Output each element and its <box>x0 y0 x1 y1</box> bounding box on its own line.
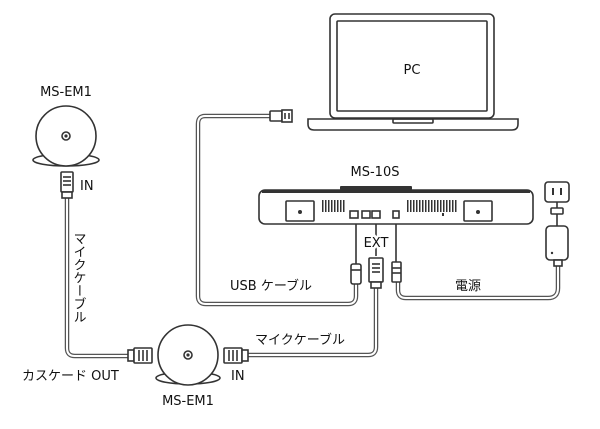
pc-label: PC <box>404 63 421 78</box>
power-cable <box>395 261 561 301</box>
mic-top: MS-EM1 <box>32 85 100 167</box>
mic-bottom-in-plug <box>223 347 249 364</box>
power-plug-bar <box>391 261 402 283</box>
pc-laptop: PC <box>307 13 519 131</box>
cascade-out-plug <box>127 347 153 364</box>
ext-plug <box>368 257 384 289</box>
power-label: 電源 <box>455 279 481 294</box>
mic-cable-ext <box>241 285 379 358</box>
ms10s-device: MS-10S <box>258 165 534 225</box>
mic-top-in-label: IN <box>80 179 94 194</box>
mic-bottom-in-label: IN <box>231 369 245 384</box>
ext-port-label: EXT <box>364 236 389 251</box>
mic-cable-cascade <box>64 195 131 359</box>
cascade-out-label: カスケード OUT <box>22 369 119 384</box>
usb-cable <box>195 113 359 307</box>
mic-cable-horizontal-label: マイクケーブル <box>255 332 345 348</box>
usb-plug-pc <box>269 109 293 123</box>
mic-bottom-label: MS-EM1 <box>162 394 214 409</box>
mic-top-label: MS-EM1 <box>40 85 92 100</box>
usb-cable-label: USB ケーブル <box>230 278 312 294</box>
ms10s-label: MS-10S <box>351 165 400 180</box>
mic-cable-vertical-label: マイクケーブル <box>71 232 86 323</box>
usb-plug-bar <box>350 263 362 285</box>
mic-bottom: MS-EM1 <box>155 324 221 409</box>
mic-top-in-plug <box>60 171 74 199</box>
power-adapter <box>544 181 570 267</box>
